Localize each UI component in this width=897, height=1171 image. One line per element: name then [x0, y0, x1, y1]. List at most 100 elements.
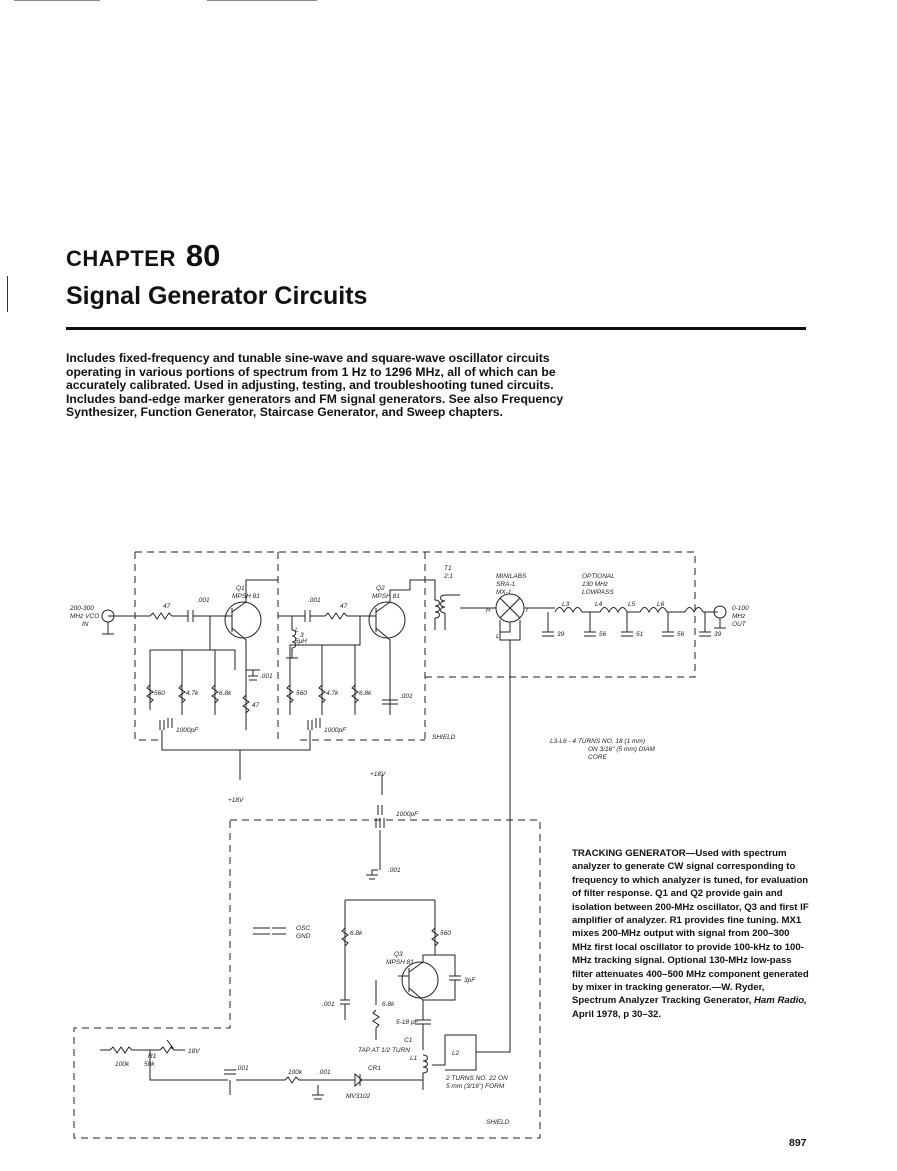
c001-g: .001: [236, 1065, 249, 1072]
shield-label-a: SHIELD: [432, 734, 456, 741]
filter-label-1: OPTIONAL: [582, 573, 615, 580]
osc-gnd-label-2: GND: [296, 933, 311, 940]
c56-b: 56: [677, 631, 685, 638]
supply-label-a: +18V: [228, 797, 244, 804]
l3-coil-label: L: [295, 627, 299, 634]
figure-caption: TRACKING GENERATOR—Used with spectrum an…: [572, 847, 810, 1021]
chapter-word: CHAPTER: [66, 246, 176, 271]
scan-rule-right: [207, 0, 317, 1]
l3-coil-value: 5μH: [295, 638, 307, 645]
r47-a: 47: [163, 603, 171, 610]
c1-label: C1: [404, 1037, 413, 1044]
chapter-heading: CHAPTER 80: [66, 238, 220, 274]
l3-l6-note-3: CORE: [588, 754, 607, 761]
q3-label: Q3: [394, 951, 403, 958]
c001-e: .001: [388, 867, 401, 874]
mixer-name: MX-1: [496, 589, 512, 596]
mixer-port-i: I: [526, 607, 528, 614]
title-rule: [66, 327, 806, 330]
coil-note-2: 5 mm (3/16") FORM: [446, 1083, 505, 1090]
l5-label: L5: [628, 601, 636, 608]
r68k-c: 6.8k: [350, 930, 363, 937]
l3-coil-num: 3: [300, 632, 304, 639]
intro-paragraph: Includes fixed-frequency and tunable sin…: [66, 351, 564, 420]
v18-label: 18V: [188, 1048, 200, 1055]
l3-label: L3: [562, 601, 570, 608]
l6-label: L6: [657, 601, 665, 608]
c51: 51: [636, 631, 644, 638]
output-label-1: 0-100: [732, 605, 749, 612]
input-label-3: IN: [82, 621, 89, 628]
r47-c: 47: [252, 702, 260, 709]
r47-b: 47: [340, 603, 348, 610]
filter-label-3: LOWPASS: [582, 589, 614, 596]
caption-tail: April 1978, p 30–32.: [572, 1008, 662, 1020]
t1-label: T1: [444, 565, 452, 572]
mixer-brand: MINILABS: [496, 573, 527, 580]
output-label-3: OUT: [732, 621, 747, 628]
shield-box-upper: [135, 551, 696, 678]
q2-type: MPSH 81: [372, 593, 400, 600]
c001-f: .001: [322, 1001, 335, 1008]
chapter-title: Signal Generator Circuits: [66, 282, 368, 310]
l2-label: L2: [452, 1050, 460, 1057]
cr1-label: CR1: [368, 1065, 381, 1072]
q1-label: Q1: [236, 585, 245, 592]
l4-label: L4: [595, 601, 603, 608]
c1000pf-a: 1000pF: [176, 727, 199, 734]
c1-value: 5-18 pF: [396, 1019, 419, 1026]
shield-box-oscillator: [73, 819, 541, 1139]
c001-c: .001: [260, 673, 273, 680]
scan-margin-mark: [7, 276, 8, 312]
c001-d: .001: [400, 693, 413, 700]
mixer-part: SRA-1: [496, 581, 516, 588]
q2-label: Q2: [376, 585, 385, 592]
coil-note-1: 2 TURNS NO. 22 ON: [445, 1075, 508, 1082]
r68k-a: 6.8k: [219, 690, 232, 697]
c39-b: 39: [714, 631, 722, 638]
r100k-a: 100k: [115, 1061, 130, 1068]
schematic-diagram: 200-300 MHz VCO IN 47 .001 Q1 MPSH 81 .0…: [69, 551, 749, 1139]
mixer-port-r: R: [486, 607, 491, 614]
c1000pf-b: 1000pF: [324, 727, 347, 734]
r560-c: 560: [440, 930, 451, 937]
r47k-b: 4.7k: [326, 690, 339, 697]
l3-l6-note-2: ON 3/16" (5 mm) DIAM: [588, 746, 656, 753]
shield-label-b: SHIELD: [486, 1119, 510, 1126]
r47k-a: 4.7k: [186, 690, 199, 697]
c1000pf-c: 1000pF: [396, 811, 419, 818]
c001-b: .001: [308, 597, 321, 604]
osc-gnd-label-1: OSC: [296, 925, 310, 932]
input-label-1: 200-300: [69, 605, 94, 612]
q3-type: MPSH 81: [386, 959, 414, 966]
caption-heading: TRACKING GENERATOR—: [572, 848, 696, 859]
chapter-number: 80: [185, 238, 221, 273]
c001-a: .001: [197, 597, 210, 604]
cr1-part: MV3102: [346, 1093, 371, 1100]
scan-rule-left: [14, 0, 100, 1]
r68k-b: 6.8k: [359, 690, 372, 697]
shield-left-edge: [134, 552, 160, 741]
r100k-b: 100k: [288, 1069, 303, 1076]
caption-journal: Ham Radio,: [754, 995, 807, 1007]
filter-label-2: 130 MHz: [582, 581, 609, 588]
r1-value: 50k: [144, 1061, 155, 1068]
r1-label: R1: [148, 1053, 157, 1060]
t1-ratio: 2:1: [443, 573, 453, 580]
r68k-d: 6.8k: [382, 1001, 395, 1008]
page-number: 897: [789, 1137, 807, 1149]
c3pf: 3pF: [464, 977, 476, 984]
r560-b: 560: [296, 690, 307, 697]
q1-type: MPSH 81: [232, 593, 260, 600]
l1-label: L1: [410, 1055, 418, 1062]
c001-h: .001: [318, 1069, 331, 1076]
r560-a: 560: [154, 690, 165, 697]
caption-body: Used with spectrum analyzer to generate …: [572, 848, 809, 1007]
input-label-2: MHz VCO: [70, 613, 99, 620]
c56-a: 56: [599, 631, 607, 638]
tap-label: TAP AT 1/2 TURN: [358, 1047, 410, 1054]
c39-a: 39: [557, 631, 565, 638]
output-label-2: MHz: [732, 613, 746, 620]
supply-label-b: +18V: [370, 771, 386, 778]
mixer-port-l: L: [496, 633, 500, 640]
